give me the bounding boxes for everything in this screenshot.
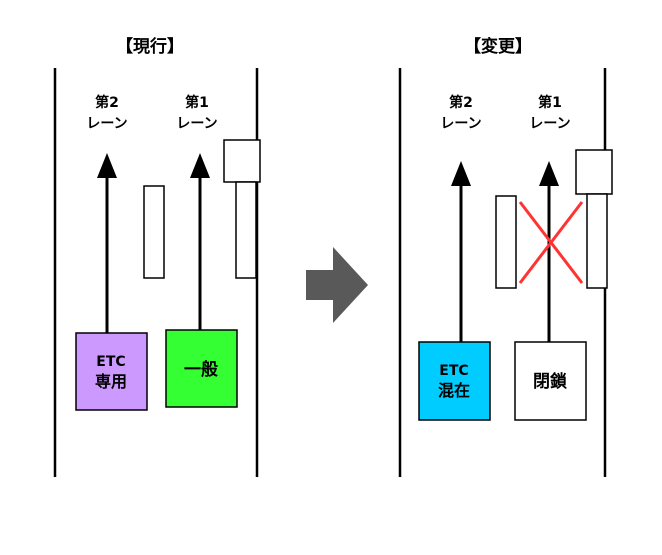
- current-lane1-label-line1: 第1: [185, 94, 209, 111]
- current-panel: 【現行】 第2 レーン 第1 レーン ETC 専用 一般: [53, 36, 261, 477]
- changed-closed-booth: [514, 341, 587, 421]
- current-general-booth-label: 一般: [184, 359, 218, 380]
- current-title: 【現行】: [116, 36, 184, 57]
- changed-lane1-label-line2: レーン: [529, 116, 570, 132]
- changed-closed-booth-label: 閉鎖: [533, 371, 568, 392]
- changed-lane1-label-line1: 第1: [538, 94, 562, 111]
- current-right-island: [235, 181, 257, 279]
- transition-arrow: [306, 247, 368, 323]
- changed-etc-booth-line2: 混在: [438, 381, 470, 400]
- current-right-booth: [223, 139, 261, 183]
- current-lane2-arrowhead: [97, 153, 117, 178]
- current-island: [143, 185, 165, 279]
- changed-lane1-arrowhead: [539, 161, 559, 186]
- closed-mark-stroke-2: [518, 201, 584, 284]
- current-lane1-label-line2: レーン: [176, 116, 217, 132]
- current-lane2-label-line2: レーン: [86, 116, 127, 132]
- current-etc-booth-line1: ETC: [96, 354, 125, 370]
- changed-title: 【変更】: [464, 36, 532, 57]
- changed-etc-booth: [418, 341, 491, 421]
- current-etc-booth: [75, 332, 148, 411]
- changed-lane2-label-line1: 第2: [449, 94, 473, 111]
- changed-right-booth: [575, 149, 613, 195]
- changed-lane2-arrowhead: [451, 161, 471, 186]
- changed-panel: 【変更】 第2 レーン 第1 レーン ETC 混在 閉鎖: [398, 36, 613, 477]
- changed-island: [495, 195, 517, 289]
- current-general-booth: [165, 329, 238, 408]
- current-etc-booth-line2: 専用: [95, 372, 127, 391]
- changed-right-island: [586, 193, 608, 289]
- current-lane1-arrowhead: [190, 153, 210, 178]
- current-lane2-label-line1: 第2: [95, 94, 119, 111]
- changed-lane2-label-line2: レーン: [440, 116, 481, 132]
- changed-etc-booth-line1: ETC: [439, 363, 468, 379]
